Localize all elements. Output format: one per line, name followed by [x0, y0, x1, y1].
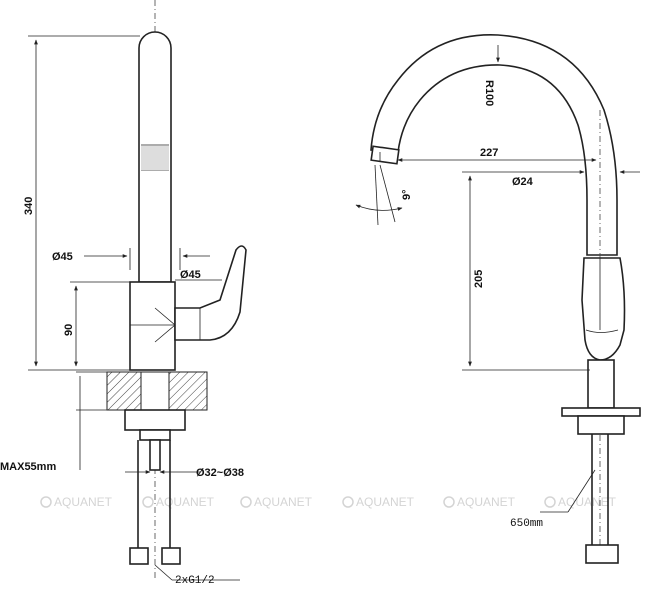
- dim-spout-diameter: Ø24: [512, 176, 534, 188]
- dim-spout-angle: 9°: [401, 189, 413, 200]
- dim-body-diameter: Ø45: [52, 251, 73, 263]
- dim-hose-thread: 2xG1/2: [175, 575, 215, 587]
- watermark-5: AQUANET: [443, 495, 516, 509]
- hose-fitting-left: [129, 547, 149, 565]
- dim-lever-diameter: Ø45: [180, 269, 201, 281]
- svg-text:AQUANET: AQUANET: [356, 495, 415, 509]
- arc-spout: [370, 34, 618, 256]
- watermark-6: AQUANET: [544, 495, 617, 509]
- mounting-nut: [124, 409, 186, 431]
- watermark-row: AQUANET AQUANET AQUANET AQUANET AQUANET …: [40, 495, 617, 509]
- dim-hose-length: 650mm: [510, 518, 543, 530]
- watermark-4: AQUANET: [342, 495, 415, 509]
- side-view: 340 Ø45 Ø45 90 MAX55mm Ø32~Ø38 2xG1/2: [0, 0, 247, 587]
- dim-total-height: 340: [23, 197, 35, 215]
- aerator: [370, 145, 400, 165]
- faucet-body: [129, 281, 176, 371]
- dim-reach: 227: [480, 147, 498, 159]
- front-view: R100 227 Ø24 205 9° 650mm: [355, 34, 641, 564]
- dim-max-counter: MAX55mm: [0, 461, 56, 473]
- hose-fitting-right: [161, 547, 181, 565]
- base-plate: [561, 407, 641, 417]
- svg-text:AQUANET: AQUANET: [254, 495, 313, 509]
- watermark-1: AQUANET: [40, 495, 113, 509]
- svg-text:AQUANET: AQUANET: [558, 495, 617, 509]
- dim-spout-height: 205: [473, 270, 485, 288]
- watermark-3: AQUANET: [240, 495, 313, 509]
- dim-hole-range: Ø32~Ø38: [196, 467, 244, 479]
- svg-text:AQUANET: AQUANET: [156, 495, 215, 509]
- dim-arc-radius: R100: [483, 80, 495, 106]
- lever-handle: [174, 245, 247, 341]
- svg-text:AQUANET: AQUANET: [54, 495, 113, 509]
- front-mounting-nut: [577, 415, 625, 435]
- front-body: [581, 257, 626, 361]
- front-hose-fittings: [585, 544, 619, 564]
- svg-text:AQUANET: AQUANET: [457, 495, 516, 509]
- watermark-2: AQUANET: [142, 495, 215, 509]
- dim-lever-height: 90: [63, 324, 75, 336]
